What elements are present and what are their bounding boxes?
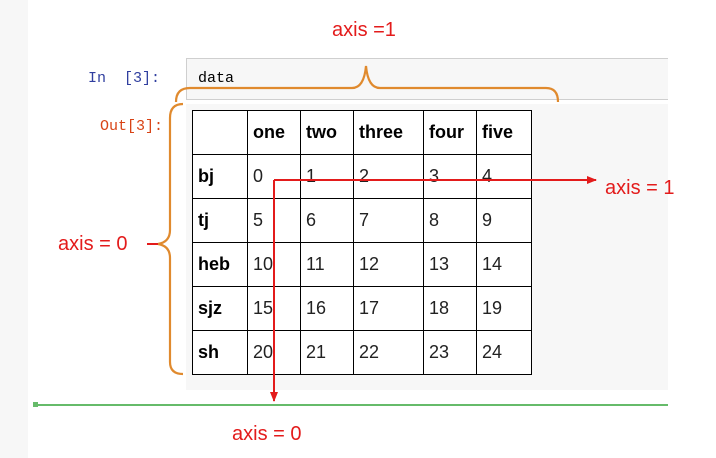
table-cell: 16	[300, 286, 354, 331]
cell-separator-marker	[33, 402, 38, 407]
table-cell: 10	[247, 242, 301, 287]
table-cell: 21	[300, 330, 354, 375]
table-row-sh: sh 20 21 22 23 24	[192, 330, 532, 375]
table-row-heb: heb 10 11 12 13 14	[192, 242, 532, 287]
left-curly-brace	[157, 102, 184, 376]
output-prompt: Out[3]:	[100, 118, 164, 135]
table-cell: 14	[476, 242, 532, 287]
table-cell: 13	[423, 242, 477, 287]
table-row-sjz: sjz 15 16 17 18 19	[192, 286, 532, 331]
table-cell: 9	[476, 198, 532, 243]
table-cell: 1	[300, 154, 354, 199]
column-header-one: one	[247, 110, 301, 155]
axis-1-right-label: axis = 1	[605, 177, 675, 199]
axis-0-bottom-label: axis = 0	[232, 423, 302, 445]
table-cell: 6	[300, 198, 354, 243]
axis-1-top-label: axis =1	[332, 19, 396, 41]
axis-0-left-label: axis = 0	[58, 233, 128, 255]
row-index: bj	[192, 154, 248, 199]
table-cell: 23	[423, 330, 477, 375]
table-cell: 7	[353, 198, 424, 243]
table-cell: 8	[423, 198, 477, 243]
code-text[interactable]: data	[198, 70, 235, 87]
row-index: sjz	[192, 286, 248, 331]
column-header-five: five	[476, 110, 532, 155]
table-cell: 19	[476, 286, 532, 331]
row-index: heb	[192, 242, 248, 287]
table-cell: 12	[353, 242, 424, 287]
row-index: sh	[192, 330, 248, 375]
column-header-two: two	[300, 110, 354, 155]
index-header	[192, 110, 248, 155]
table-cell: 18	[423, 286, 477, 331]
table-cell: 0	[247, 154, 301, 199]
table-cell: 24	[476, 330, 532, 375]
notebook-left-gutter	[0, 0, 28, 458]
table-row-tj: tj 5 6 7 8 9	[192, 198, 532, 243]
code-input-cell[interactable]	[186, 58, 668, 100]
input-prompt: In [3]:	[88, 70, 161, 87]
table-cell: 15	[247, 286, 301, 331]
table-cell: 17	[353, 286, 424, 331]
table-row-bj: bj 0 1 2 3 4	[192, 154, 532, 199]
table-cell: 20	[247, 330, 301, 375]
column-header-four: four	[423, 110, 477, 155]
table-cell: 2	[353, 154, 424, 199]
table-cell: 11	[300, 242, 354, 287]
row-index: tj	[192, 198, 248, 243]
dataframe-table: one two three four five bj 0 1 2 3 4 tj …	[192, 110, 532, 375]
table-cell: 4	[476, 154, 532, 199]
table-header-row: one two three four five	[192, 110, 532, 155]
cell-separator-line	[36, 404, 668, 406]
table-cell: 3	[423, 154, 477, 199]
table-cell: 22	[353, 330, 424, 375]
column-header-three: three	[353, 110, 424, 155]
table-cell: 5	[247, 198, 301, 243]
